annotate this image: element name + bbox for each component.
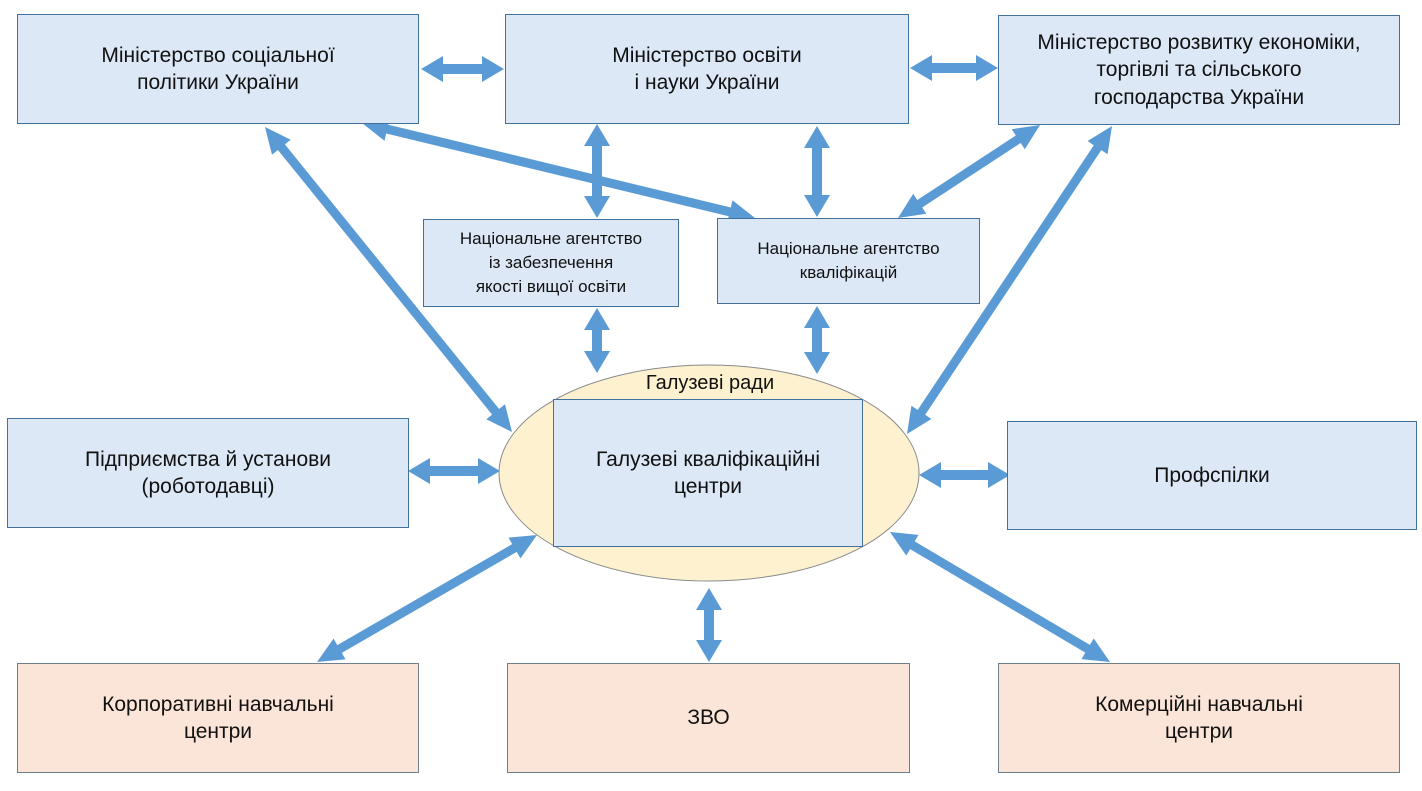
node-national-qualifications-agency: Національне агентство кваліфікацій [717,218,980,304]
node-ministry-social-policy: Міністерство соціальної політики України [17,14,419,124]
arrow-min-social-to-nqa-icon [362,117,755,224]
node-employers: Підприємства й установи (роботодавці) [7,418,409,528]
arrow-min-social-to-min-education-icon [421,56,504,82]
arrow-min-social-to-sector-councils-icon [265,127,512,432]
node-commercial-training-centers: Комерційні навчальні центри [998,663,1400,773]
node-corporate-training-centers: Корпоративні навчальні центри [17,663,419,773]
arrow-min-education-to-nazyavo-icon [584,124,610,218]
arrow-zvo-to-sector-councils-icon [696,588,722,662]
arrow-min-economy-to-nqa-icon [898,125,1040,218]
arrow-min-education-to-nqa-icon [804,126,830,217]
arrow-commercial-centers-to-sector-councils-icon [890,532,1110,662]
node-zvo: ЗВО [507,663,910,773]
arrow-corporate-centers-to-sector-councils-icon [317,535,537,662]
arrow-nazyavo-to-sector-councils-icon [584,308,610,373]
arrow-min-economy-to-sector-councils-icon [907,126,1112,434]
arrow-trade-unions-to-sector-councils-icon [919,462,1010,488]
arrow-employers-to-sector-councils-icon [408,458,500,484]
node-trade-unions: Профспілки [1007,421,1417,530]
sector-councils-label: Галузеві ради [645,372,775,394]
node-ministry-education: Міністерство освіти і науки України [505,14,909,124]
arrow-min-education-to-min-economy-icon [910,55,998,81]
arrow-nqa-to-sector-councils-icon [804,306,830,374]
node-sector-qualification-centers: Галузеві кваліфікаційні центри [553,399,863,547]
node-ministry-economy: Міністерство розвитку економіки, торгівл… [998,15,1400,125]
node-nazyavo: Національне агентство із забезпечення як… [423,219,679,307]
